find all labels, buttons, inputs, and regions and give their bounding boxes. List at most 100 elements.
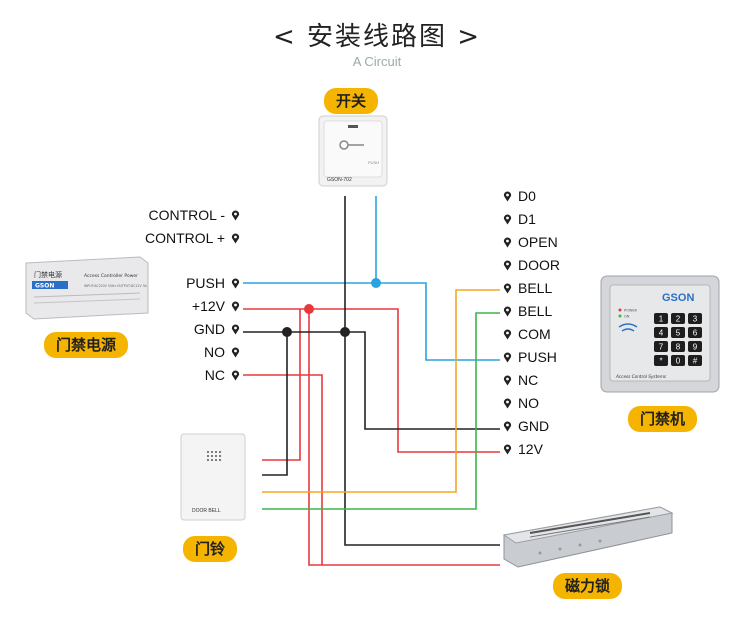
keypad-on-label: ON (624, 315, 630, 319)
right-terminal-label: D1 (518, 211, 536, 227)
right-terminal-label: DOOR (518, 257, 560, 273)
keypad-key (688, 313, 702, 324)
right-terminal: PUSH (503, 349, 557, 365)
left-terminal: +12V (192, 298, 240, 314)
keypad-key (654, 355, 668, 366)
left-terminal: GND (194, 321, 240, 337)
left-terminal-label: PUSH (186, 275, 225, 291)
keypad-key (671, 327, 685, 338)
right-terminal-label: GND (518, 418, 550, 434)
switch-model: GSON-702 (327, 177, 352, 183)
key-icon (339, 140, 364, 150)
pin-icon (503, 306, 512, 317)
keypad-key-label: 0 (676, 357, 681, 366)
doorbell-label: DOOR BELL (192, 508, 221, 514)
keypad-key-label: 8 (676, 343, 681, 352)
wire-green-bell (262, 312, 500, 510)
pin-icon (503, 191, 512, 202)
right-terminal-label: 12V (518, 441, 543, 457)
keypad-power-label: POWER (624, 309, 638, 313)
pin-icon (503, 398, 512, 409)
power-model: Access Controller Power (84, 273, 138, 279)
right-terminal-label: BELL (518, 303, 553, 319)
junction-black-1 (282, 327, 292, 337)
wire-red-nc (243, 374, 323, 565)
keypad-key (671, 355, 685, 366)
pin-icon (503, 237, 512, 248)
pin-icon (231, 210, 240, 221)
right-terminal-label: NO (518, 395, 539, 411)
keypad-key-label: 9 (693, 343, 698, 352)
right-terminal: 12V (503, 441, 543, 457)
right-terminal: D1 (503, 211, 536, 227)
pin-icon (231, 324, 240, 335)
tag-keypad: 门禁机 (628, 406, 698, 432)
pin-icon (503, 444, 512, 455)
right-terminal: GND (503, 418, 549, 434)
right-terminal: NC (503, 372, 538, 388)
left-terminal-label: NC (204, 367, 225, 383)
wire-blue-power (243, 282, 500, 361)
keypad-key (688, 327, 702, 338)
right-terminal: BELL (503, 303, 552, 319)
tag-maglock: 磁力锁 (553, 573, 623, 599)
left-terminal: CONTROL + (145, 230, 240, 246)
left-terminal: PUSH (186, 275, 240, 291)
wire-red-12v (243, 308, 500, 453)
keypad-key-label: 2 (676, 315, 681, 324)
right-terminal-label: NC (518, 372, 539, 388)
card-reader-icon (618, 323, 638, 332)
keypad-key (688, 355, 702, 366)
left-terminal-label: +12V (191, 298, 225, 314)
right-terminal: COM (503, 326, 551, 342)
left-terminal-label: NO (204, 344, 225, 360)
pin-icon (231, 347, 240, 358)
pin-icon (503, 283, 512, 294)
junction-blue (371, 278, 381, 288)
tag-doorbell: 门铃 (183, 536, 238, 562)
power-spec: INPUT:AC220V 50Hz OUTPUT:DC12V 3A (84, 284, 148, 288)
power-brand-cn: 门禁电源 (34, 270, 62, 279)
keypad-key-label: 1 (659, 315, 664, 324)
keypad-key-label: 7 (659, 343, 664, 352)
wire-red-lock (308, 309, 500, 566)
pin-icon (503, 352, 512, 363)
right-terminal-label: COM (518, 326, 551, 342)
switch-push-text: PUSH (368, 160, 379, 165)
power-brand: GSON (35, 283, 54, 290)
tag-power: 门禁电源 (44, 332, 129, 358)
left-terminal-label: CONTROL - (148, 207, 225, 223)
right-terminal-label: OPEN (518, 234, 558, 250)
right-terminal-label: BELL (518, 280, 553, 296)
left-terminal-label: GND (193, 321, 225, 337)
right-terminal: DOOR (503, 257, 560, 273)
left-terminal: NC (205, 367, 240, 383)
pin-icon (231, 301, 240, 312)
keypad-key (671, 341, 685, 352)
tag-switch: 开关 (324, 88, 379, 114)
wire-orange-bell (262, 289, 500, 493)
pin-icon (503, 375, 512, 386)
right-terminal: D0 (503, 188, 536, 204)
right-terminal: BELL (503, 280, 552, 296)
pin-icon (503, 214, 512, 225)
pin-icon (503, 260, 512, 271)
pin-icon (231, 370, 240, 381)
keypad-key (688, 341, 702, 352)
keypad-key (654, 341, 668, 352)
right-terminal-label: PUSH (518, 349, 557, 365)
junction-red (304, 304, 314, 314)
exit-switch: PUSH GSON-702 (318, 115, 388, 187)
page-subtitle: A Circuit (352, 54, 402, 69)
keypad-key-label: 5 (676, 329, 681, 338)
keypad-key-label: # (693, 357, 698, 366)
left-terminal: NO (204, 344, 240, 360)
keypad-key (654, 327, 668, 338)
keypad-key-label: 4 (659, 329, 664, 338)
magnetic-lock (502, 506, 674, 568)
left-terminal: CONTROL - (149, 207, 240, 223)
pin-icon (503, 329, 512, 340)
right-terminal: NO (503, 395, 539, 411)
